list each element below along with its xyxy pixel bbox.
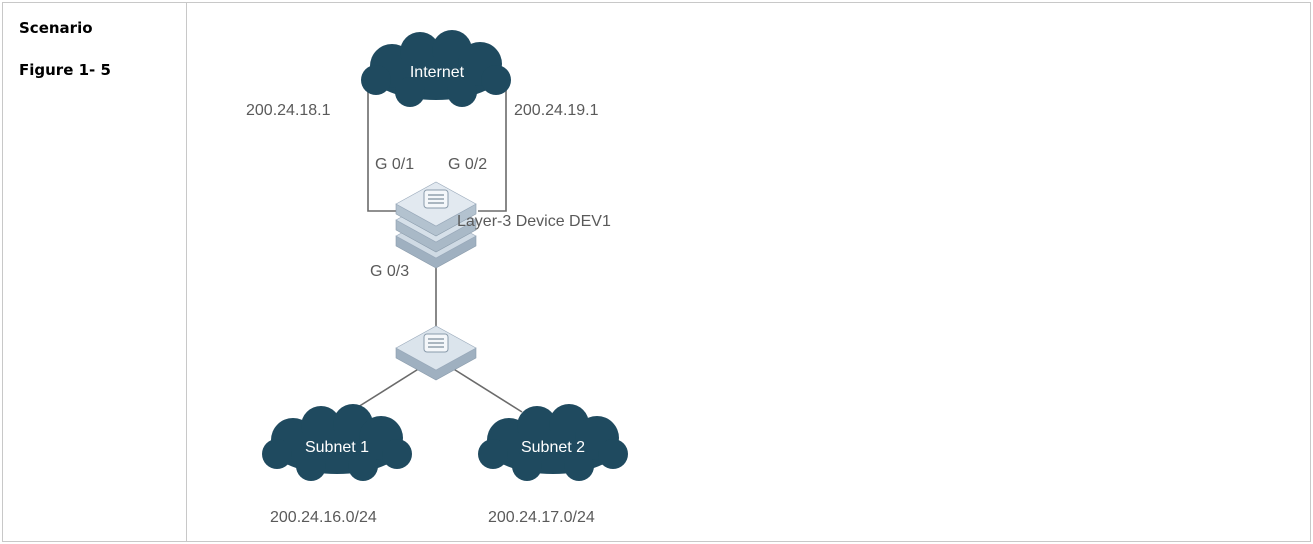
port-g03: G 0/3 — [370, 263, 409, 280]
port-g01: G 0/1 — [375, 156, 414, 173]
subnet2-label: Subnet 2 — [521, 439, 585, 456]
address-isp1: 200.24.18.1 — [246, 102, 331, 119]
internet-cloud — [361, 30, 511, 107]
link-internet-g01 — [367, 85, 396, 212]
label-column: Scenario Figure 1- 5 — [3, 3, 187, 541]
subnet2-cloud — [478, 404, 628, 481]
link-switch-subnet1 — [349, 367, 421, 413]
figure-label: Figure 1- 5 — [19, 61, 111, 79]
layer3-device-icon — [395, 181, 477, 269]
address-subnet2: 200.24.17.0/24 — [488, 509, 595, 526]
internet-label: Internet — [410, 64, 465, 81]
switch-icon — [395, 325, 477, 381]
subnet1-label: Subnet 1 — [305, 439, 369, 456]
link-switch-subnet2 — [451, 367, 523, 413]
address-isp2: 200.24.19.1 — [514, 102, 599, 119]
address-subnet1: 200.24.16.0/24 — [270, 509, 377, 526]
subnet1-cloud — [262, 404, 412, 481]
scenario-label: Scenario — [19, 19, 93, 37]
port-g02: G 0/2 — [448, 156, 487, 173]
device-label: Layer-3 Device DEV1 — [457, 213, 611, 230]
link-internet-g02 — [478, 85, 507, 212]
links — [349, 85, 523, 413]
